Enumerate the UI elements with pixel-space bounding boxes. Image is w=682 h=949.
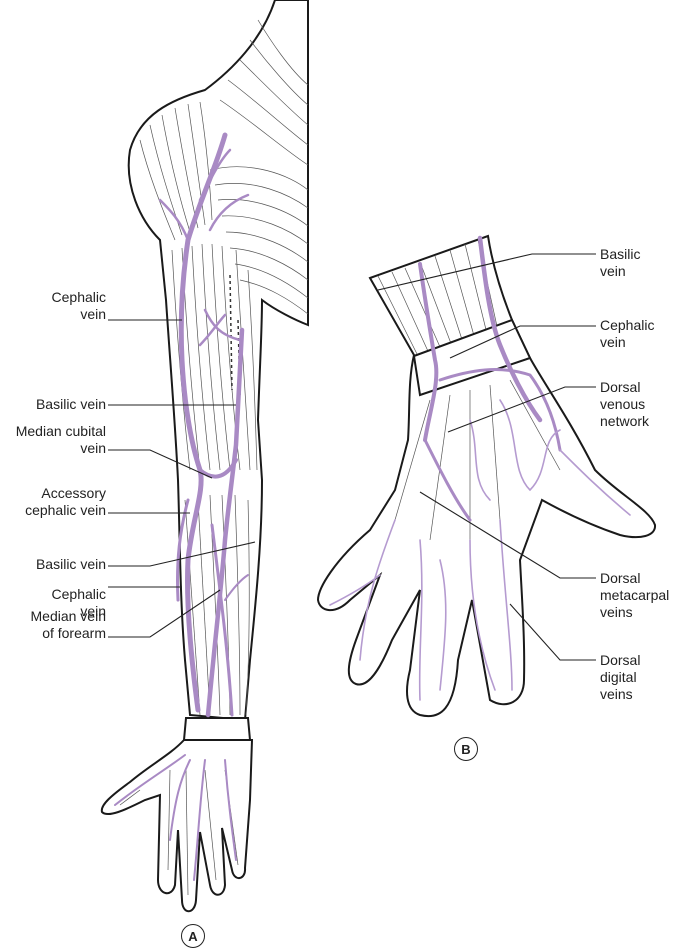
dashed-guide	[229, 274, 233, 391]
label-dorsal-metacarpal-veins: Dorsal metacarpal veins	[600, 570, 670, 620]
panel-a-badge: A	[181, 924, 205, 948]
label-dorsal-venous-network: Dorsal venous network	[600, 379, 650, 429]
leader-lines	[108, 253, 596, 661]
arm-veins	[114, 132, 250, 881]
label-basilic-vein-hand: Basilic vein	[600, 246, 641, 279]
wrist-band-b	[412, 318, 532, 397]
basilic-vein-path	[205, 327, 245, 718]
hand-a-outline	[100, 739, 254, 913]
label-cephalic-vein-lower: Cephalic vein	[51, 586, 106, 619]
chest-muscle-lines	[209, 19, 309, 315]
label-basilic-vein-upper: Basilic vein	[35, 396, 106, 412]
metacarpal-lines	[394, 379, 561, 541]
label-accessory-cephalic-vein: Accessory cephalic vein	[25, 485, 106, 518]
shoulder-outline	[127, 0, 309, 722]
label-dorsal-digital-veins: Dorsal digital veins	[600, 652, 641, 702]
label-cephalic-vein-upper: Cephalic vein	[51, 289, 106, 322]
hand-veins	[329, 235, 631, 701]
label-cephalic-vein-hand: Cephalic vein	[600, 317, 655, 350]
median-cubital-path	[198, 458, 238, 479]
label-basilic-vein-lower: Basilic vein	[35, 556, 106, 572]
hand-b-drawing	[316, 234, 656, 718]
cephalic-vein-path	[178, 132, 228, 713]
panel-b-badge: B	[454, 737, 478, 761]
hand-b-outline	[316, 234, 656, 718]
label-median-cubital-vein: Median cubital vein	[15, 423, 106, 456]
label-median-vein-forearm: Median vein of forearm	[30, 608, 107, 641]
wrist-band-a	[182, 717, 252, 741]
arm-drawing	[100, 0, 309, 913]
